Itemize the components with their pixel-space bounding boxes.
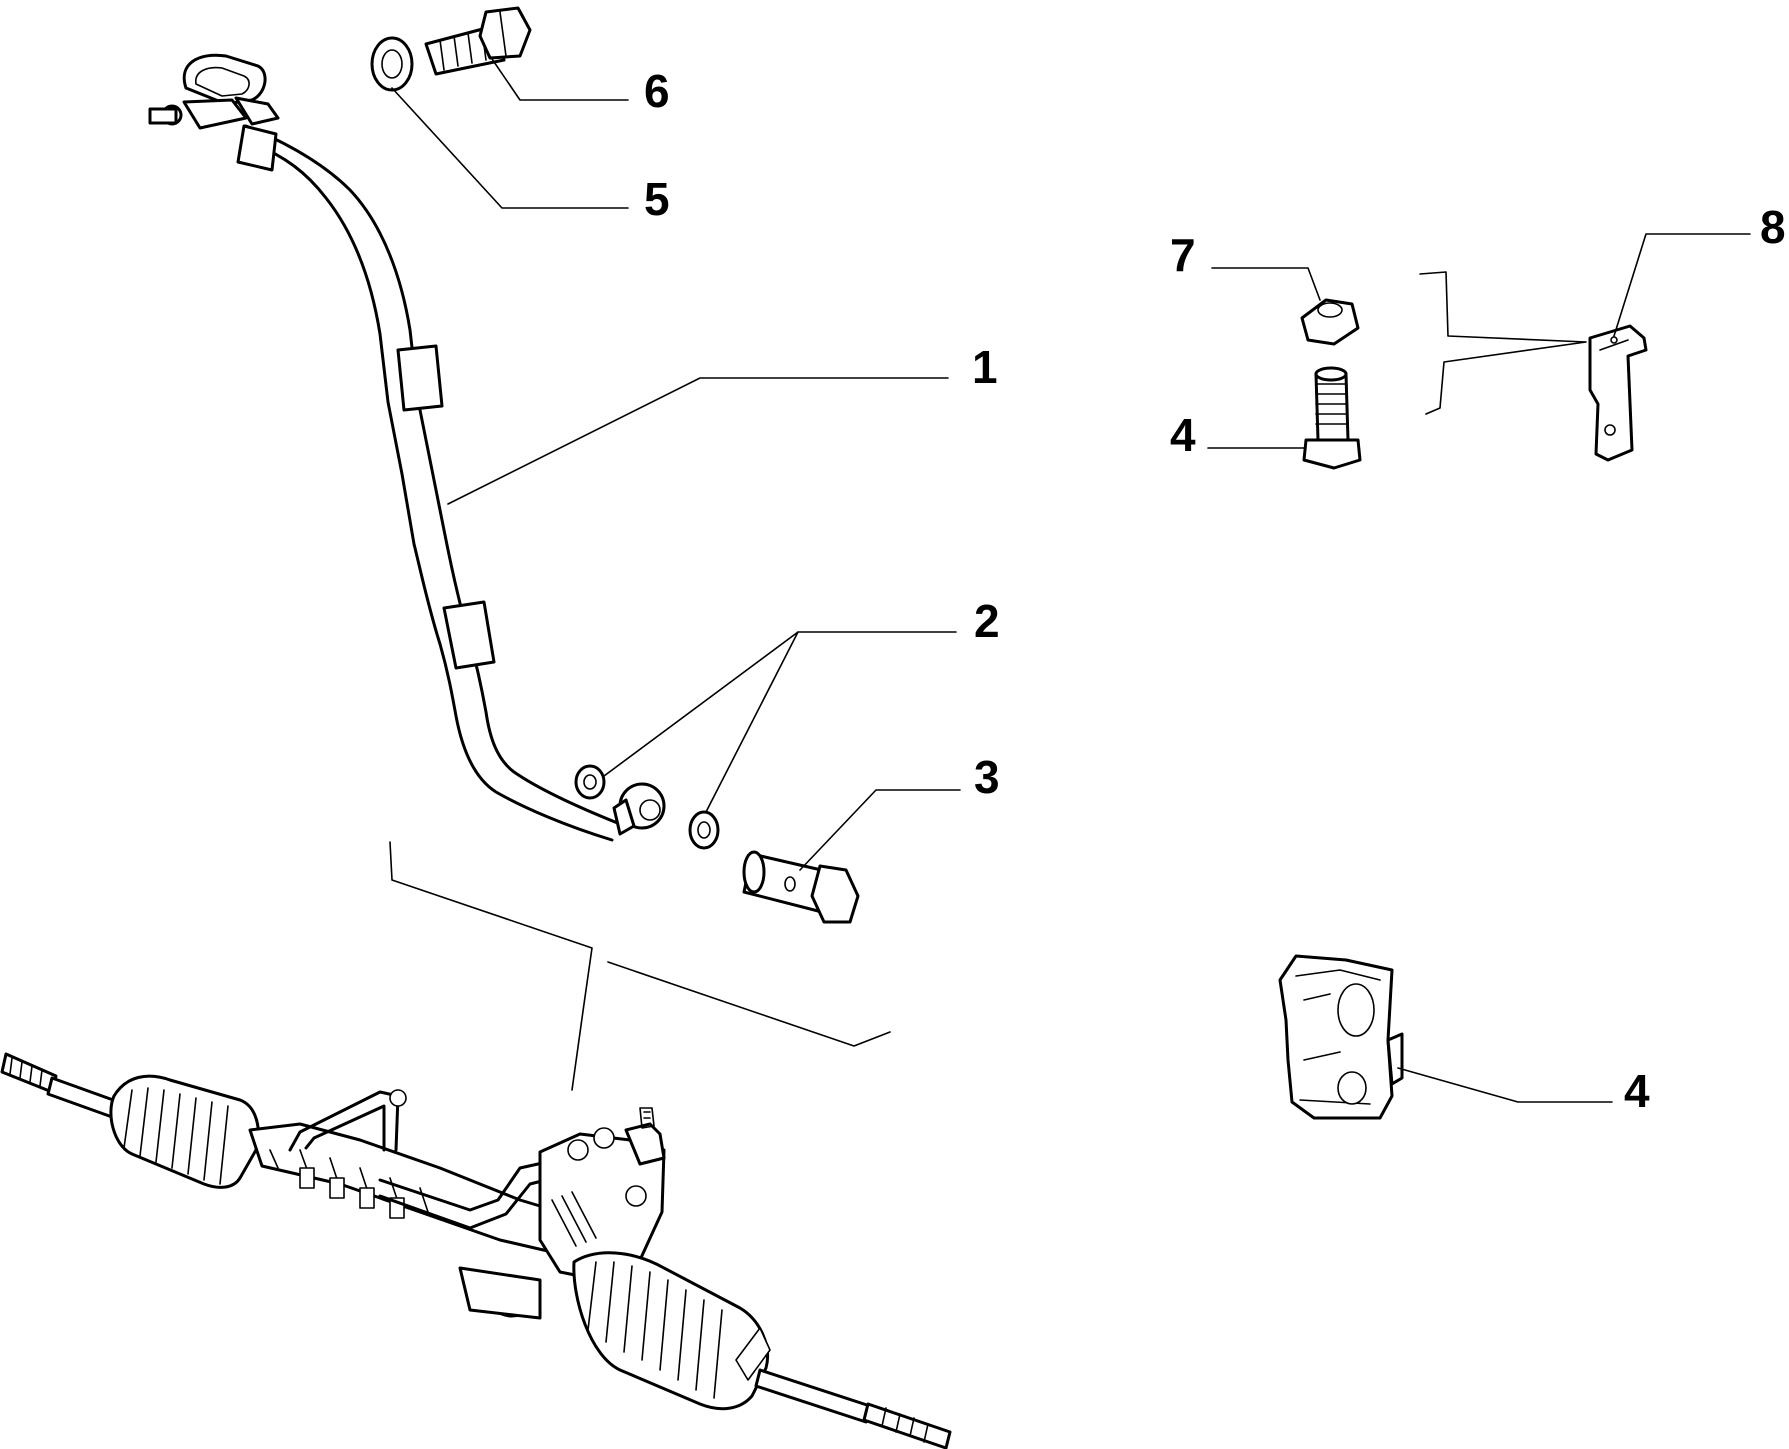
lock-nut-part: [1300, 298, 1360, 346]
leader-4b: [1397, 1067, 1613, 1103]
callout-6: 5: [644, 173, 670, 225]
callout-3: 3: [974, 751, 1000, 803]
callout-5: 7: [1170, 229, 1196, 281]
bracket-group-marker: [1419, 271, 1587, 415]
hollow-bolt-part: [742, 850, 860, 924]
leader-2: [603, 631, 957, 813]
copper-washer-part: [370, 36, 414, 92]
callout-4-stud: 4: [1170, 409, 1196, 461]
leader-7: [489, 55, 629, 101]
mounting-bracket-part: [1588, 324, 1648, 462]
rack-clamp-part: [1278, 954, 1404, 1120]
callout-4-clamp: 4: [1624, 1065, 1650, 1117]
callout-2: 2: [974, 595, 1000, 647]
callout-8: 8: [1760, 201, 1786, 253]
callout-1: 1: [972, 341, 998, 393]
leader-3: [799, 789, 961, 871]
leader-1: [447, 377, 949, 505]
stud-bolt-part: [1302, 366, 1362, 470]
banjo-bolt-part: [424, 6, 532, 76]
leader-6: [391, 87, 629, 209]
leader-5: [1211, 267, 1321, 301]
leader-8: [1613, 233, 1751, 337]
steering-rack-assembly: [0, 1052, 952, 1449]
callout-7: 6: [644, 65, 670, 117]
assembly-group-marker: [389, 841, 891, 1091]
leader-lines: [391, 55, 1751, 1103]
sealing-washer-part: [574, 764, 720, 850]
pressure-hose-part: [148, 53, 666, 842]
